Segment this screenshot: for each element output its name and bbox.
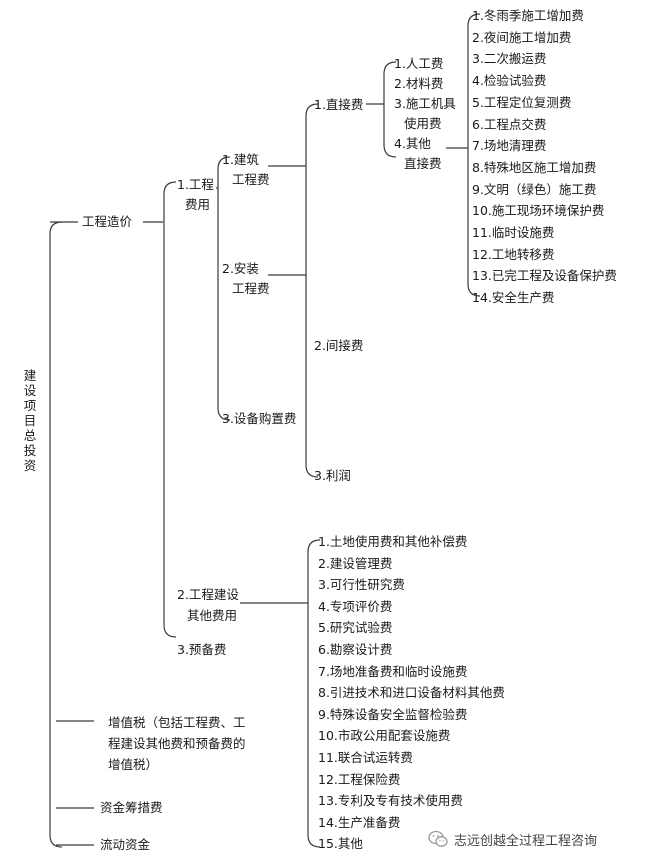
list-item: 7.场地准备费和临时设施费: [318, 663, 468, 679]
direct-bracket: [383, 61, 397, 158]
list-item: 11.临时设施费: [472, 225, 555, 241]
building-line-1: 1.建筑: [222, 152, 259, 167]
list-item: 3.可行性研究费: [318, 577, 405, 593]
list-item: 8.引进技术和进口设备材料其他费: [318, 685, 505, 701]
watermark: 志远创越全过程工程咨询: [428, 826, 597, 852]
list-item: 4.检验试验费: [472, 73, 547, 89]
other-fee-line-1: 2.工程建设: [177, 587, 239, 602]
vat-line-1: 增值税（包括工程费、工: [108, 715, 246, 730]
construction-fee-line-1: 1.工程: [177, 177, 214, 192]
list-item: 3.二次搬运费: [472, 51, 547, 67]
list-item: 1.土地使用费和其他补偿费: [318, 534, 468, 549]
list-item: 6.勘察设计费: [318, 641, 393, 657]
profit-label: 3.利润: [314, 468, 351, 483]
direct-item: 4.其他: [394, 136, 431, 151]
list-item: 12.工地转移费: [472, 246, 555, 262]
list-item: 1.冬雨季施工增加费: [472, 8, 584, 23]
list-item: 15.其他: [318, 836, 363, 852]
list-item: 13.专利及专有技术使用费: [318, 793, 463, 809]
root-label: 建设项目总投资: [23, 368, 37, 473]
install-label: 2.安装 工程费: [222, 259, 270, 299]
financing-label: 资金筹措费: [100, 800, 163, 815]
other-direct-bracket: [467, 13, 481, 297]
list-item: 10.市政公用配套设施费: [318, 728, 451, 744]
engineering-cost-label: 工程造价: [82, 214, 133, 229]
watermark-text: 志远创越全过程工程咨询: [454, 833, 598, 849]
cost-bracket: [163, 181, 177, 638]
list-item: 8.特殊地区施工增加费: [472, 159, 597, 175]
building-label: 1.建筑 工程费: [222, 150, 270, 190]
list-item: 14.安全生产费: [472, 290, 555, 306]
list-item: 6.工程点交费: [472, 116, 547, 132]
building-line-2: 工程费: [232, 172, 270, 187]
list-item: 9.特殊设备安全监督检验费: [318, 706, 468, 722]
reserve-label: 3.预备费: [177, 642, 227, 657]
list-item: 2.建设管理费: [318, 555, 393, 571]
install-line-2: 工程费: [232, 281, 270, 296]
list-item: 4.专项评价费: [318, 598, 393, 614]
working-capital-label: 流动资金: [100, 837, 151, 852]
install-line-1: 2.安装: [222, 261, 259, 276]
list-item: 12.工程保险费: [318, 771, 401, 787]
construction-fee-label: 1.工程 费用: [177, 175, 214, 215]
list-item: 14.生产准备费: [318, 814, 401, 830]
fee-bracket: [305, 103, 319, 478]
construction-fee-line-2: 费用: [185, 197, 211, 212]
list-item: 7.场地清理费: [472, 138, 547, 154]
list-item: 10.施工现场环境保护费: [472, 203, 605, 219]
other-fee-items-list: 1.土地使用费和其他补偿费 2.建设管理费 3.可行性研究费 4.专项评价费 5…: [318, 531, 505, 855]
vat-line-2: 程建设其他费和预备费的: [108, 736, 246, 751]
indirect-fee-label: 2.间接费: [314, 338, 364, 353]
direct-item: 2.材料费: [394, 76, 444, 91]
direct-item: 3.施工机具: [394, 96, 456, 111]
equipment-label: 3.设备购置费: [222, 411, 297, 426]
list-item: 5.研究试验费: [318, 620, 393, 636]
list-item: 9.文明（绿色）施工费: [472, 181, 597, 197]
direct-item: 直接费: [404, 156, 442, 171]
other-fee-line-2: 其他费用: [187, 608, 238, 623]
vat-label: 增值税（包括工程费、工 程建设其他费和预备费的 增值税）: [108, 712, 246, 775]
other-fee-label: 2.工程建设 其他费用: [177, 584, 239, 626]
list-item: 13.已完工程及设备保护费: [472, 268, 617, 284]
list-item: 2.夜间施工增加费: [472, 29, 572, 45]
direct-fee-label: 1.直接费: [314, 97, 364, 112]
other-direct-items-list: 1.冬雨季施工增加费 2.夜间施工增加费 3.二次搬运费 4.检验试验费 5.工…: [472, 5, 617, 309]
direct-item: 使用费: [404, 116, 442, 131]
list-item: 11.联合试运转费: [318, 749, 413, 765]
wechat-logo-icon: [428, 830, 448, 847]
direct-item: 1.人工费: [394, 56, 444, 71]
root-bracket: [49, 221, 63, 848]
building-bracket: [217, 156, 231, 421]
direct-items-list: 1.人工费 2.材料费 3.施工机具 使用费 4.其他 直接费: [394, 54, 456, 174]
list-item: 5.工程定位复测费: [472, 94, 572, 110]
other-fee-bracket: [307, 539, 321, 848]
vat-line-3: 增值税）: [108, 757, 159, 772]
